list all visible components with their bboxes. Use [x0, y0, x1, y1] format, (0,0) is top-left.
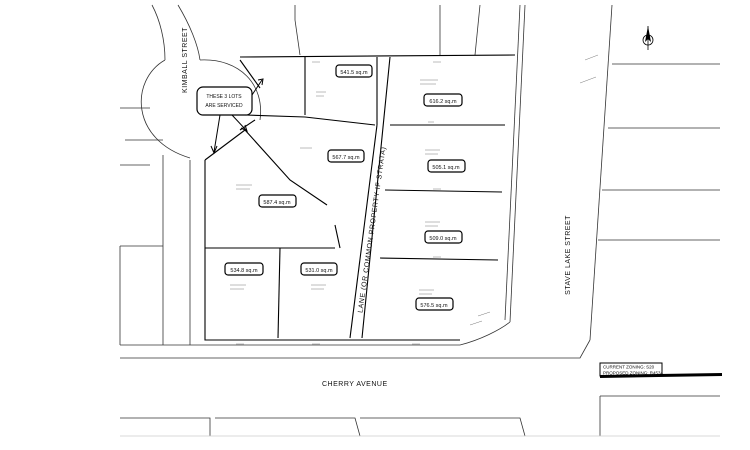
lot-area-a: 541.5 sq.m	[340, 70, 368, 76]
lot-area-e: 587.4 sq.m	[263, 200, 291, 206]
zoning-note: CURRENT ZONING: S20 PROPOSED ZONING: R45…	[599, 362, 723, 378]
lot-area-c: 567.7 sq.m	[332, 155, 360, 161]
street-label-stave-lake: STAVE LAKE STREET	[565, 215, 572, 295]
callout-line-1: THESE 3 LOTS	[206, 94, 242, 100]
zoning-current: CURRENT ZONING: S20	[603, 365, 655, 370]
lot-area-i: 576.5 sq.m	[420, 303, 448, 309]
lane-label: LANE (OR COMMON PROPERTY IF STRATA)	[357, 146, 387, 313]
street-label-kimball: KIMBALL STREET	[182, 27, 189, 93]
lot-area-d: 505.1 sq.m	[432, 165, 460, 171]
survey-annotations	[230, 54, 599, 345]
lot-area-g: 534.8 sq.m	[230, 268, 258, 274]
serviced-lots-callout: THESE 3 LOTS ARE SERVICED	[196, 78, 264, 155]
lot-area-b: 616.2 sq.m	[429, 99, 457, 105]
lot-area-labels: 541.5 sq.m 616.2 sq.m 567.7 sq.m 505.1 s…	[224, 64, 466, 311]
street-boundaries	[119, 4, 720, 437]
lot-area-h: 531.0 sq.m	[305, 268, 333, 274]
zoning-proposed: PROPOSED ZONING: R4534	[603, 371, 664, 376]
lot-area-f: 509.0 sq.m	[429, 236, 457, 242]
street-label-cherry: CHERRY AVENUE	[322, 381, 388, 388]
lot-lines	[204, 54, 516, 341]
north-arrow-icon	[642, 26, 654, 50]
callout-line-2: ARE SERVICED	[205, 103, 243, 109]
